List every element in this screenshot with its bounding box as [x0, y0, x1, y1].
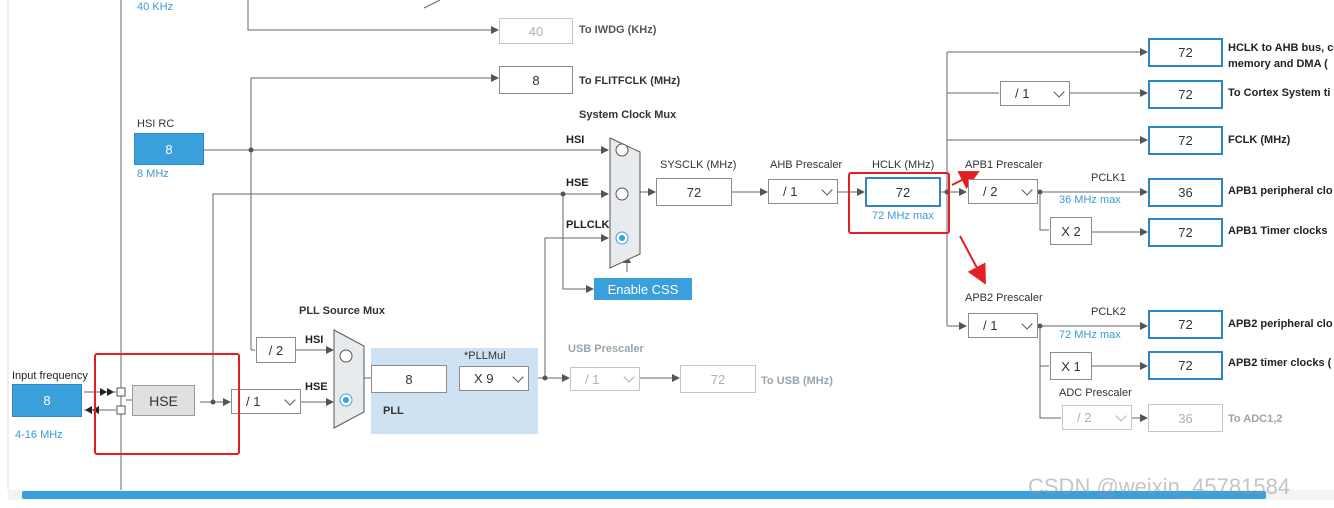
hse-block[interactable]: HSE — [132, 385, 195, 416]
out-adc-value: 36 — [1148, 404, 1223, 432]
hsi-rc-label: HSI RC — [137, 118, 175, 130]
hclk-max-label: 72 MHz max — [872, 210, 934, 222]
flitfclk-value: 8 — [499, 66, 573, 94]
apb1-timer-label: APB1 Timer clocks — [1228, 225, 1328, 237]
sysclk-mux-pllclk-radio[interactable] — [615, 231, 629, 245]
chevron-down-icon — [284, 393, 296, 406]
pll-label: PLL — [383, 405, 404, 417]
apb2-timer-multiplier: X 1 — [1050, 352, 1092, 380]
usb-value: 72 — [680, 365, 756, 393]
apb1-prescaler-select[interactable]: / 2 — [968, 179, 1038, 204]
chevron-down-icon — [1021, 183, 1033, 196]
input-frequency-label: Input frequency — [12, 370, 88, 382]
chevron-down-icon — [821, 183, 833, 196]
adc-prescaler-select[interactable]: / 2 — [1062, 405, 1132, 430]
chevron-down-icon — [1021, 317, 1033, 330]
pclk2-label: PCLK2 — [1091, 306, 1126, 318]
adc-prescaler-label: ADC Prescaler — [1059, 387, 1132, 399]
hsi-rc-value: 8 — [134, 133, 204, 165]
out-fclk-value[interactable]: 72 — [1148, 126, 1223, 155]
mux-hse-label: HSE — [566, 177, 589, 189]
hsi-rc-freq: 8 MHz — [137, 168, 169, 180]
pclk1-max-label: 36 MHz max — [1059, 194, 1121, 206]
apb1-prescaler-label: APB1 Prescaler — [965, 159, 1043, 171]
fclk-label: FCLK (MHz) — [1228, 134, 1291, 146]
enable-css-button[interactable]: Enable CSS — [594, 278, 692, 300]
system-clock-mux-label: System Clock Mux — [579, 109, 677, 121]
out-apb2-periph-value[interactable]: 72 — [1148, 310, 1223, 339]
out-apb2-timer-value[interactable]: 72 — [1148, 351, 1223, 380]
chevron-down-icon — [512, 370, 524, 383]
apb2-timer-label: APB2 timer clocks ( — [1228, 357, 1332, 369]
apb2-prescaler-value: / 1 — [983, 318, 998, 333]
to-usb-label: To USB (MHz) — [761, 375, 833, 387]
input-frequency-value[interactable]: 8 — [12, 384, 82, 417]
chevron-down-icon — [623, 371, 635, 383]
pllmul-select[interactable]: X 9 — [459, 366, 529, 391]
apb1-timer-multiplier: X 2 — [1050, 217, 1092, 245]
ahb-prescaler-select[interactable]: / 1 — [768, 179, 838, 204]
usb-prescaler-select[interactable]: / 1 — [570, 367, 640, 391]
pclk1-label: PCLK1 — [1091, 172, 1126, 184]
hclk-input[interactable]: 72 — [865, 177, 941, 207]
pclk2-max-label: 72 MHz max — [1059, 329, 1121, 341]
to-flitfclk-label: To FLITFCLK (MHz) — [579, 75, 681, 87]
hclk-label: HCLK (MHz) — [872, 159, 935, 171]
input-range-label: 4-16 MHz — [15, 429, 63, 441]
chevron-down-icon — [1053, 85, 1065, 98]
sysclk-label: SYSCLK (MHz) — [660, 159, 737, 171]
apb2-prescaler-label: APB2 Prescaler — [965, 292, 1043, 304]
cortex-prescaler-select[interactable]: / 1 — [1000, 81, 1070, 106]
ahb-prescaler-value: / 1 — [783, 184, 798, 199]
apb1-prescaler-value: / 2 — [983, 184, 998, 199]
to-adc-label: To ADC1,2 — [1228, 413, 1283, 425]
iwdg-value: 40 — [499, 18, 573, 44]
mux-hsi-label: HSI — [566, 134, 585, 146]
horizontal-scrollbar-thumb[interactable] — [22, 491, 1266, 499]
out-apb1-timer-value[interactable]: 72 — [1148, 218, 1223, 247]
pll-src-hsi-label: HSI — [305, 334, 324, 346]
pllmul-label: *PLLMul — [464, 350, 506, 362]
ahb-prescaler-label: AHB Prescaler — [770, 159, 843, 171]
out-apb1-periph-value[interactable]: 36 — [1148, 178, 1223, 207]
pll-src-hsi-radio[interactable] — [339, 349, 353, 363]
hclk-to-ahb-label: HCLK to AHB bus, co — [1228, 42, 1334, 54]
usb-prescaler-value: / 1 — [585, 371, 600, 387]
highlight-hclk-box — [848, 172, 950, 234]
cortex-prescaler-value: / 1 — [1015, 86, 1030, 101]
usb-prescaler-label: USB Prescaler — [568, 343, 644, 355]
sysclk-value: 72 — [656, 178, 732, 206]
highlight-hse-box — [94, 353, 240, 455]
hsi-div2-value: / 2 — [256, 337, 296, 363]
out-hclk-ahb-value[interactable]: 72 — [1148, 38, 1223, 67]
hse-divider-select[interactable]: / 1 — [231, 389, 301, 414]
out-cortex-value[interactable]: 72 — [1148, 80, 1223, 109]
mux-pllclk-label: PLLCLK — [566, 219, 610, 231]
apb1-periph-label: APB1 peripheral clo — [1228, 185, 1333, 197]
sysclk-mux-hse-radio[interactable] — [615, 187, 629, 201]
lsi-freq-label: 40 KHz — [137, 1, 174, 13]
adc-prescaler-value: / 2 — [1077, 410, 1092, 425]
apb2-prescaler-select[interactable]: / 1 — [968, 313, 1038, 338]
pll-src-hse-label: HSE — [305, 381, 328, 393]
hclk-to-ahb-label-2: memory and DMA ( — [1228, 58, 1328, 70]
pll-source-mux-label: PLL Source Mux — [299, 305, 385, 317]
pll-input-value: 8 — [371, 365, 447, 393]
pllmul-value: X 9 — [474, 371, 494, 386]
pll-src-hse-radio[interactable] — [339, 393, 353, 407]
watermark: CSDN @weixin_45781584 — [1028, 474, 1291, 499]
apb2-periph-label: APB2 peripheral clo — [1228, 318, 1333, 330]
chevron-down-icon — [1115, 409, 1127, 422]
hse-divider-value: / 1 — [246, 394, 261, 409]
to-iwdg-label: To IWDG (KHz) — [579, 24, 657, 36]
to-cortex-label: To Cortex System ti — [1228, 87, 1331, 99]
sysclk-mux-hsi-radio[interactable] — [615, 143, 629, 157]
